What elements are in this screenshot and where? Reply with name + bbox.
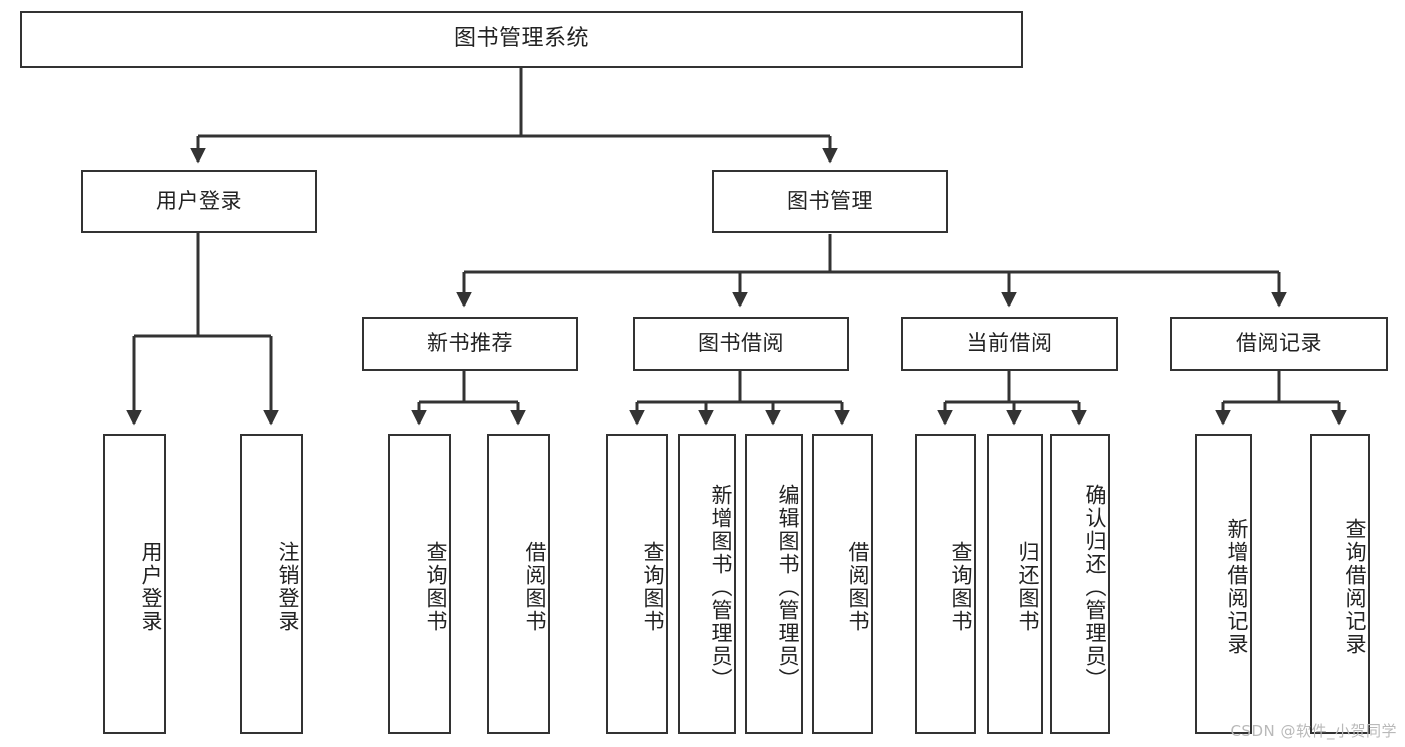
leaf-borrow-book-2[interactable]: 借阅图书: [812, 434, 873, 734]
node-borrow-record-label: 借阅记录: [1236, 331, 1322, 356]
node-root-label: 图书管理系统: [453, 26, 589, 52]
node-root[interactable]: 图书管理系统: [20, 11, 1023, 68]
leaf-query-book-1-label: 查询图书: [424, 541, 448, 633]
node-user-login[interactable]: 用户登录: [81, 170, 317, 233]
leaf-query-book-1[interactable]: 查询图书: [388, 434, 451, 734]
leaf-return-book-label: 归还图书: [1016, 541, 1040, 633]
node-book-management-label: 图书管理: [787, 188, 873, 213]
node-new-book-recommend-label: 新书推荐: [427, 331, 513, 356]
leaf-query-book-3-label: 查询图书: [949, 541, 973, 633]
leaf-query-borrow-record[interactable]: 查询借阅记录: [1310, 434, 1370, 734]
leaf-logout[interactable]: 注销登录: [240, 434, 303, 734]
leaf-add-book-admin-label: 新增图书（管理员）: [709, 483, 733, 691]
node-book-management[interactable]: 图书管理: [712, 170, 948, 233]
leaf-add-book-admin[interactable]: 新增图书（管理员）: [678, 434, 736, 734]
node-user-login-label: 用户登录: [156, 188, 242, 213]
leaf-query-book-2[interactable]: 查询图书: [606, 434, 668, 734]
leaf-query-book-2-label: 查询图书: [641, 541, 665, 633]
leaf-edit-book-admin-label: 编辑图书（管理员）: [776, 483, 800, 691]
leaf-borrow-book-2-label: 借阅图书: [846, 541, 870, 633]
leaf-add-borrow-record-label: 新增借阅记录: [1225, 518, 1249, 656]
leaf-user-login-label: 用户登录: [139, 541, 163, 633]
leaf-edit-book-admin[interactable]: 编辑图书（管理员）: [745, 434, 803, 734]
leaf-add-borrow-record[interactable]: 新增借阅记录: [1195, 434, 1252, 734]
leaf-query-book-3[interactable]: 查询图书: [915, 434, 976, 734]
leaf-borrow-book-1[interactable]: 借阅图书: [487, 434, 550, 734]
node-borrow-record[interactable]: 借阅记录: [1170, 317, 1388, 371]
node-book-borrow[interactable]: 图书借阅: [633, 317, 849, 371]
node-book-borrow-label: 图书借阅: [698, 331, 784, 356]
leaf-query-borrow-record-label: 查询借阅记录: [1343, 518, 1367, 656]
node-current-borrow[interactable]: 当前借阅: [901, 317, 1118, 371]
leaf-logout-label: 注销登录: [276, 541, 300, 633]
node-new-book-recommend[interactable]: 新书推荐: [362, 317, 578, 371]
leaf-return-book[interactable]: 归还图书: [987, 434, 1043, 734]
node-current-borrow-label: 当前借阅: [966, 331, 1053, 356]
csdn-watermark: CSDN @软件_小贺同学: [1230, 722, 1397, 740]
leaf-confirm-return-admin[interactable]: 确认归还（管理员）: [1050, 434, 1110, 734]
leaf-user-login[interactable]: 用户登录: [103, 434, 166, 734]
leaf-borrow-book-1-label: 借阅图书: [523, 541, 547, 633]
leaf-confirm-return-admin-label: 确认归还（管理员）: [1083, 483, 1107, 691]
